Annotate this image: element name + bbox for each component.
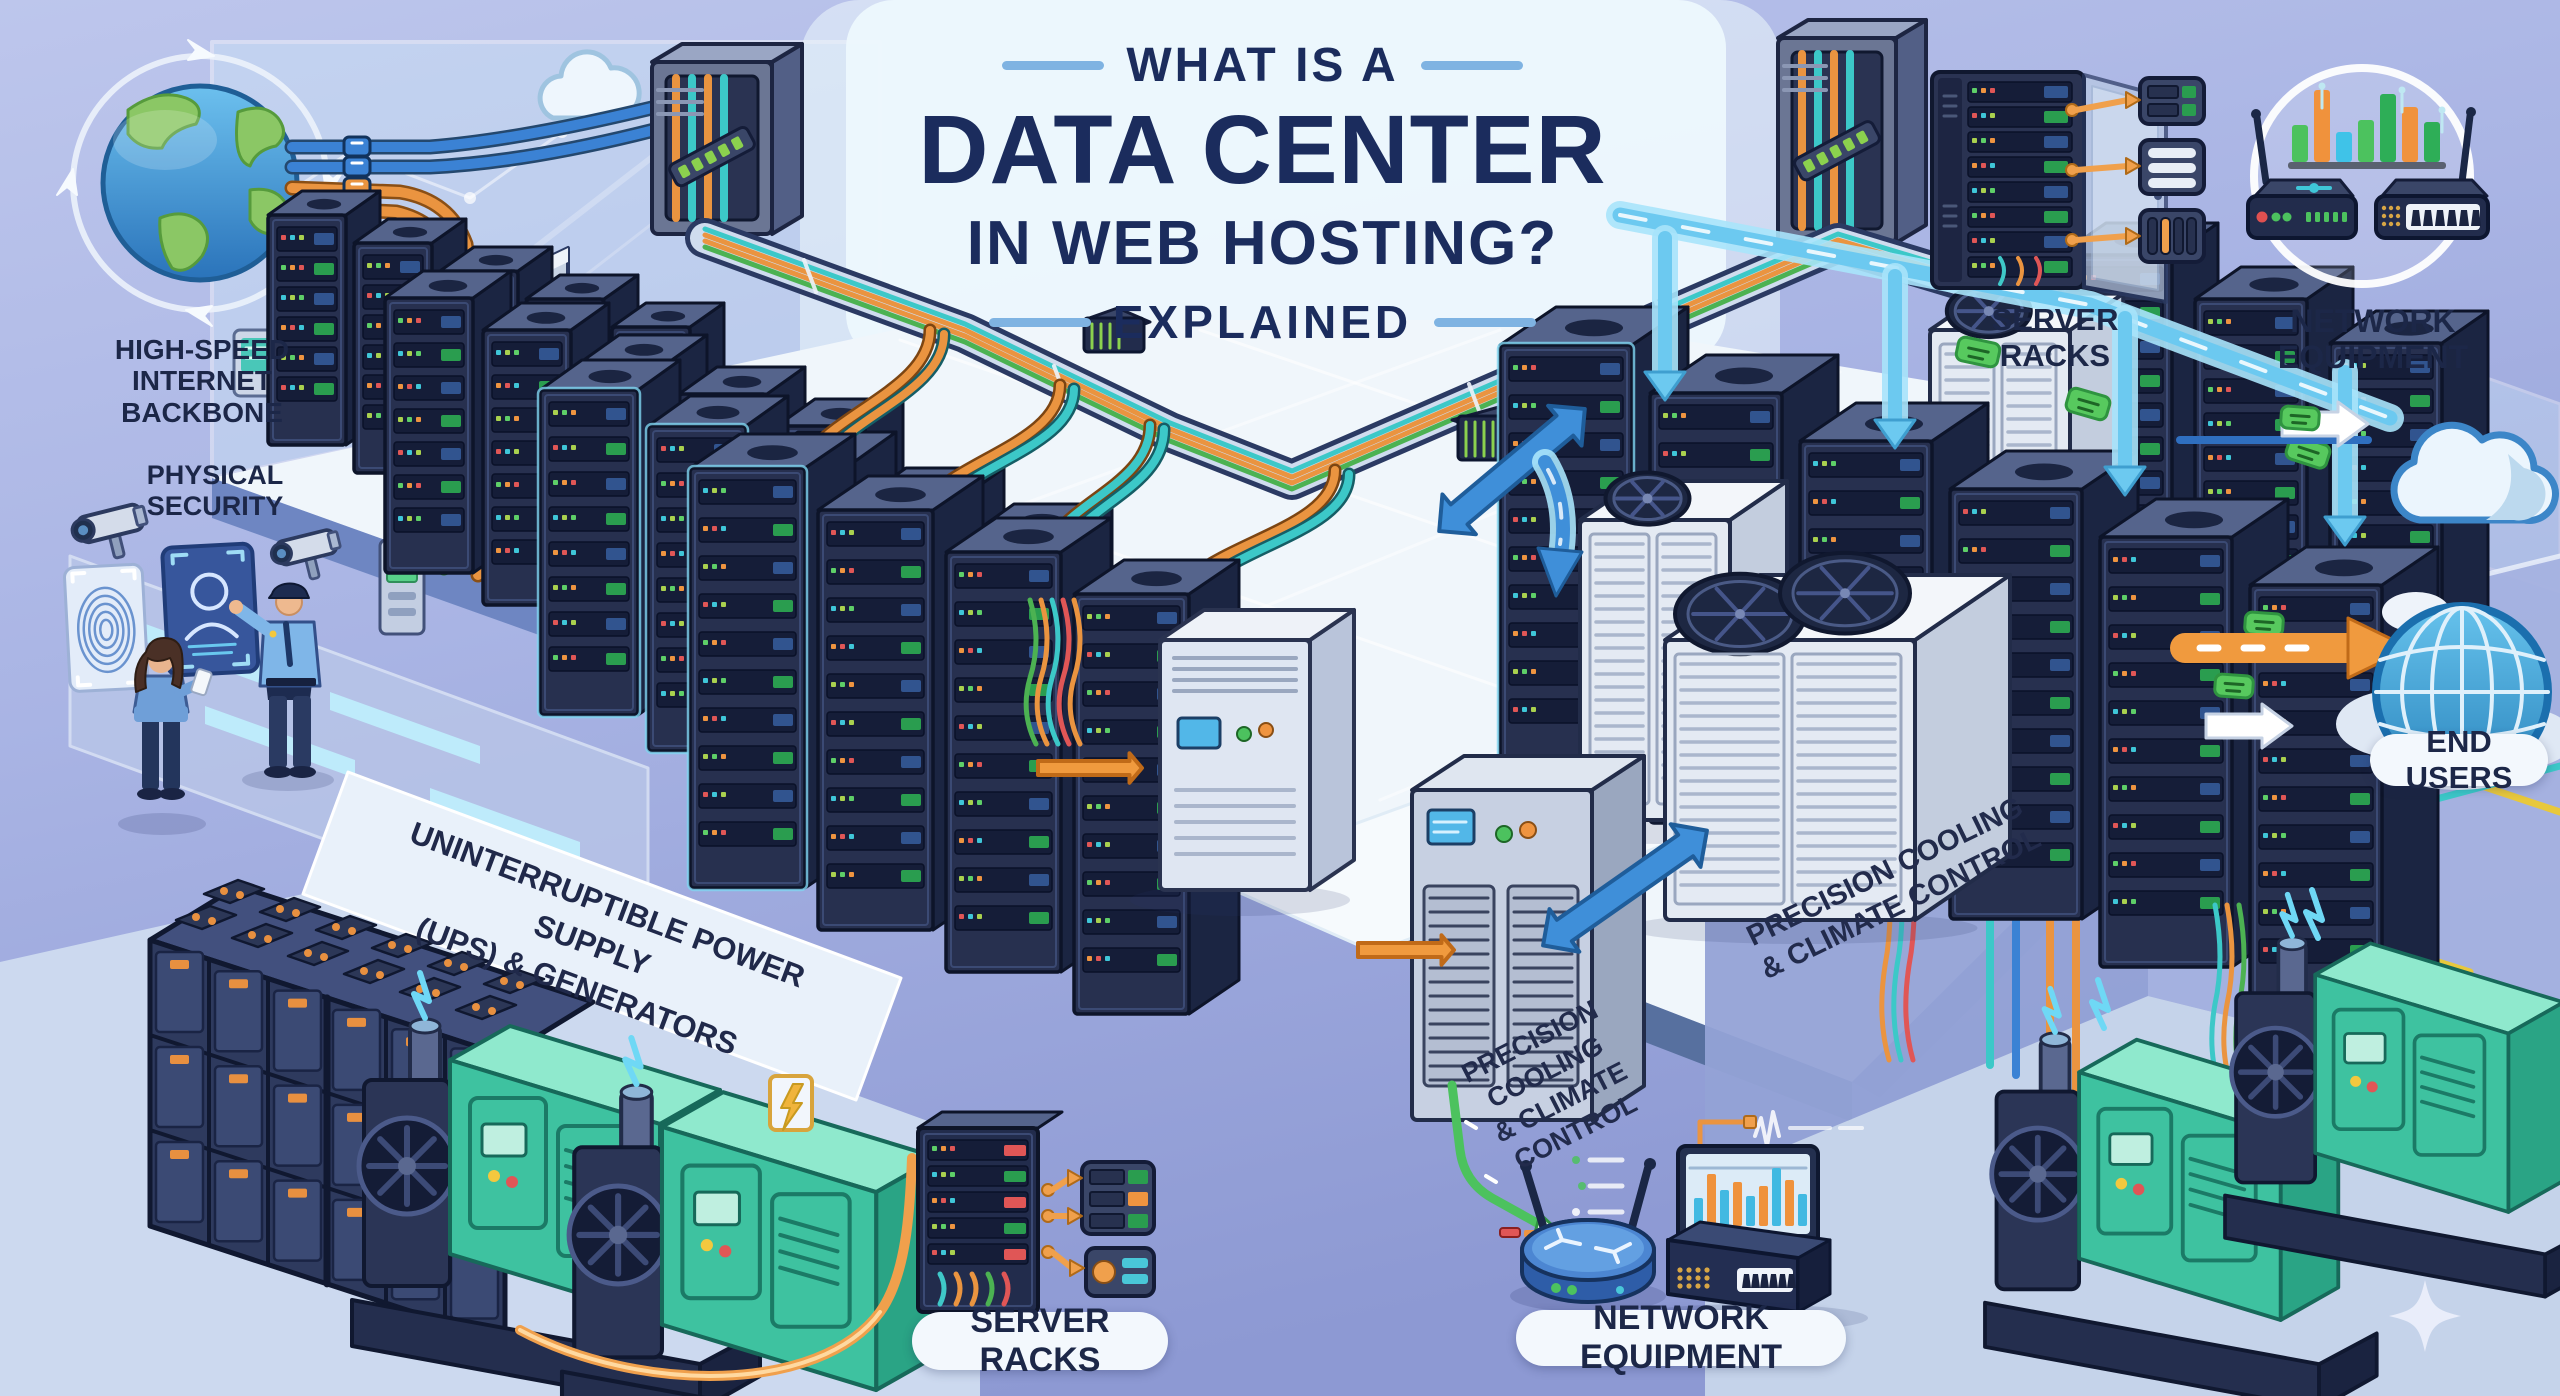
airflow-arrows	[1437, 403, 1709, 954]
cable-duct-left	[650, 42, 804, 236]
server-detail-panel	[1080, 1160, 1156, 1236]
server-racks-top-label: SERVER RACKS	[1991, 302, 2119, 373]
title-dash-icon	[988, 317, 1091, 327]
backbone-label: HIGH-SPEED INTERNET BACKBONE	[52, 334, 352, 428]
network-equipment-top-line2: EQUIPMENT	[2277, 338, 2469, 375]
cctv-camera-icon	[70, 502, 149, 560]
green-tag	[2064, 386, 2112, 422]
server-rack	[944, 516, 1113, 974]
server-rack-row-center	[686, 432, 1241, 1016]
generator	[559, 1035, 940, 1396]
network-equipment-top	[2246, 64, 2490, 288]
cable-duct-right	[1776, 18, 1928, 245]
server-detail-panel	[2138, 208, 2206, 264]
server-detail-panel	[2138, 138, 2206, 196]
router-icon	[2246, 109, 2358, 240]
green-tag	[2213, 672, 2255, 700]
generator-power-cable	[515, 1074, 917, 1381]
switch-icon	[2374, 107, 2490, 240]
cool-air-pipe	[1606, 201, 2404, 547]
visitor	[132, 637, 213, 800]
network-equipment-bottom-label: NETWORK EQUIPMENT	[1516, 1299, 1846, 1376]
server-detail-panel	[1084, 1246, 1156, 1298]
network-equipment-top-label: NETWORK EQUIPMENT	[2268, 303, 2478, 376]
detail-arrows	[1041, 1169, 1085, 1277]
green-tag	[1954, 335, 2002, 369]
rack-cable-bundle	[1023, 597, 1083, 747]
server-rack-detail-bottom	[916, 1110, 1156, 1314]
internet-globe	[56, 39, 670, 583]
exhaust-sparks	[2089, 887, 2325, 1031]
title-sub: IN WEB HOSTING?	[966, 209, 1559, 278]
tray-junction-box	[1076, 306, 1152, 354]
green-tag	[2243, 610, 2285, 638]
physical-security-line2: SECURITY	[146, 491, 284, 522]
face-scan-panel	[160, 541, 261, 678]
backbone-line2: INTERNET BACKBONE	[121, 365, 283, 428]
end-users-label: END USERS	[2370, 724, 2548, 795]
cloud-icon	[2390, 421, 2559, 524]
security-guard	[229, 582, 322, 778]
title-dash-icon	[1002, 61, 1105, 70]
title-eyebrow-row: WHAT IS A	[860, 38, 1665, 93]
cloud-icon	[537, 49, 642, 121]
title-dash-icon	[1420, 61, 1523, 70]
power-flow-arrow	[1036, 751, 1144, 785]
sparkle-icon	[2389, 1280, 2461, 1352]
server-racks-bottom-label: SERVER RACKS	[912, 1302, 1168, 1379]
globe-landmass	[113, 93, 291, 272]
lightning-panel	[768, 1074, 814, 1132]
server-detail-panel	[2138, 76, 2206, 126]
generator	[1983, 985, 2379, 1396]
cool-bend-arrow	[1532, 449, 1584, 598]
title-tail: EXPLAINED	[1112, 296, 1413, 348]
generator	[2223, 891, 2560, 1299]
airflow-double-arrow	[1541, 822, 1709, 954]
cooling-unit-large	[1627, 550, 2012, 944]
network-equipment-top-line1: NETWORK	[2290, 303, 2456, 339]
green-tag	[2279, 404, 2321, 432]
title-dash-icon	[1434, 317, 1537, 327]
router-icon	[1510, 1158, 1666, 1312]
physical-security-label: PHYSICAL SECURITY	[110, 460, 320, 522]
airflow-double-arrow	[1437, 403, 1587, 537]
bar-chart-icon	[2288, 82, 2446, 169]
physical-security-zone	[63, 328, 426, 835]
page-title: WHAT IS A DATA CENTER IN WEB HOSTING? EX…	[860, 38, 1665, 349]
physical-security-line1: PHYSICAL	[146, 460, 284, 490]
title-eyebrow: WHAT IS A	[1126, 39, 1399, 92]
power-flow-arrow	[1356, 933, 1456, 967]
cctv-camera-icon	[269, 528, 342, 581]
ups-cabinet	[1130, 608, 1356, 916]
fingerprint-scanner	[63, 562, 150, 693]
title-main: DATA CENTER	[918, 95, 1607, 204]
backbone-line1: HIGH-SPEED	[114, 334, 290, 365]
title-tail-row: EXPLAINED	[860, 295, 1665, 349]
server-rack-detail-top	[1930, 70, 2206, 304]
